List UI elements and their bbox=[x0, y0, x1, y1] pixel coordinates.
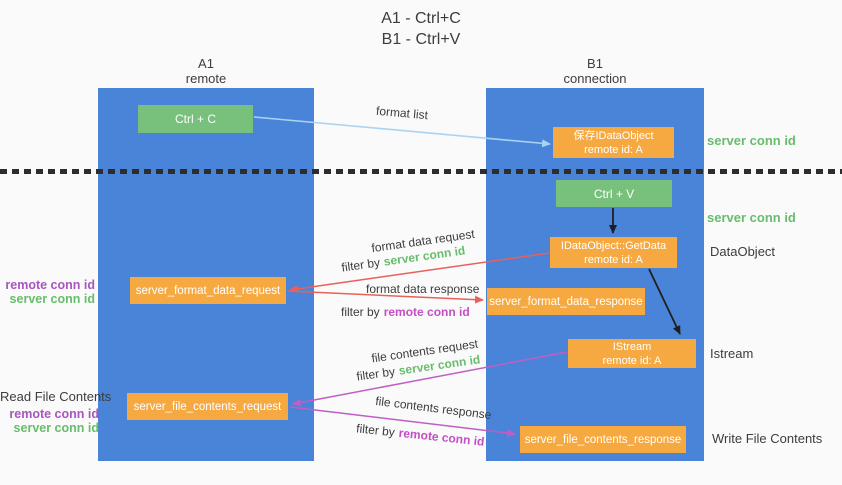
left-label-group-format: remote conn id server conn id bbox=[0, 278, 95, 306]
diagram-title: A1 - Ctrl+C B1 - Ctrl+V bbox=[0, 8, 842, 50]
label-istream: Istream bbox=[710, 346, 754, 361]
node-save-dataobject-line1: 保存IDataObject bbox=[573, 129, 654, 142]
column-header-a1: A1 remote bbox=[98, 56, 314, 86]
label-server-conn-id-top: server conn id bbox=[707, 133, 796, 148]
node-istream-line2: remote id: A bbox=[602, 354, 662, 367]
node-ctrl-c: Ctrl + C bbox=[138, 105, 253, 133]
node-istream-line1: IStream bbox=[612, 340, 652, 353]
node-ctrl-v: Ctrl + V bbox=[556, 180, 672, 207]
arrow-label-format-list: format list bbox=[375, 103, 429, 123]
filter-by-text-1: filter by bbox=[340, 255, 381, 275]
label-dataobject: DataObject bbox=[710, 244, 776, 259]
label-read-file-contents: Read File Contents bbox=[0, 389, 112, 404]
filter-by-text-3: filter by bbox=[355, 364, 396, 384]
node-server-file-contents-request: server_file_contents_request bbox=[127, 393, 288, 420]
column-b1-title: B1 bbox=[587, 56, 603, 71]
column-a1-subtitle: remote bbox=[185, 71, 227, 86]
node-istream: IStream remote id: A bbox=[568, 339, 696, 368]
node-save-dataobject-line2: remote id: A bbox=[584, 143, 643, 156]
node-format-request-label: server_format_data_request bbox=[135, 284, 281, 297]
node-server-format-data-response: server_format_data_response bbox=[487, 288, 645, 315]
node-getdata-line1: IDataObject::GetData bbox=[560, 239, 667, 252]
title-line-1: A1 - Ctrl+C bbox=[381, 10, 461, 27]
node-getdata-line2: remote id: A bbox=[584, 253, 643, 266]
filter-value-remote-conn-id-2: remote conn id bbox=[398, 425, 486, 449]
label-write-file-contents: Write File Contents bbox=[712, 431, 823, 446]
node-save-dataobject: 保存IDataObject remote id: A bbox=[553, 127, 674, 158]
column-a1-title: A1 bbox=[198, 56, 214, 71]
node-file-response-label: server_file_contents_response bbox=[524, 433, 682, 446]
arrow-label-file-contents-response: file contents response bbox=[374, 393, 493, 423]
filter-value-remote-conn-id-1: remote conn id bbox=[383, 305, 470, 319]
node-server-format-data-request: server_format_data_request bbox=[130, 277, 286, 304]
left-label-group-file: Read File Contents remote conn id server… bbox=[0, 389, 112, 436]
node-idataobject-getdata: IDataObject::GetData remote id: A bbox=[550, 237, 677, 268]
arrow-label-format-data-response: format data response bbox=[366, 282, 480, 296]
node-file-request-label: server_file_contents_request bbox=[133, 400, 282, 413]
title-line-2: B1 - Ctrl+V bbox=[381, 31, 461, 48]
filter-by-text-4: filter by bbox=[355, 421, 396, 440]
label-server-conn-id-file: server conn id bbox=[13, 421, 99, 435]
label-remote-conn-id-format: remote conn id bbox=[5, 278, 95, 292]
label-server-conn-id-mid: server conn id bbox=[707, 210, 796, 225]
label-server-conn-id-format: server conn id bbox=[9, 292, 95, 306]
column-header-b1: B1 connection bbox=[486, 56, 704, 86]
node-server-file-contents-response: server_file_contents_response bbox=[520, 426, 686, 453]
label-remote-conn-id-file: remote conn id bbox=[9, 407, 99, 421]
filter-by-text-2: filter by bbox=[341, 305, 380, 319]
column-b1-subtitle: connection bbox=[563, 71, 627, 86]
node-format-response-label: server_format_data_response bbox=[489, 295, 643, 308]
node-ctrl-c-label: Ctrl + C bbox=[174, 112, 216, 126]
dotted-separator-line bbox=[0, 169, 842, 174]
node-ctrl-v-label: Ctrl + V bbox=[593, 186, 635, 201]
